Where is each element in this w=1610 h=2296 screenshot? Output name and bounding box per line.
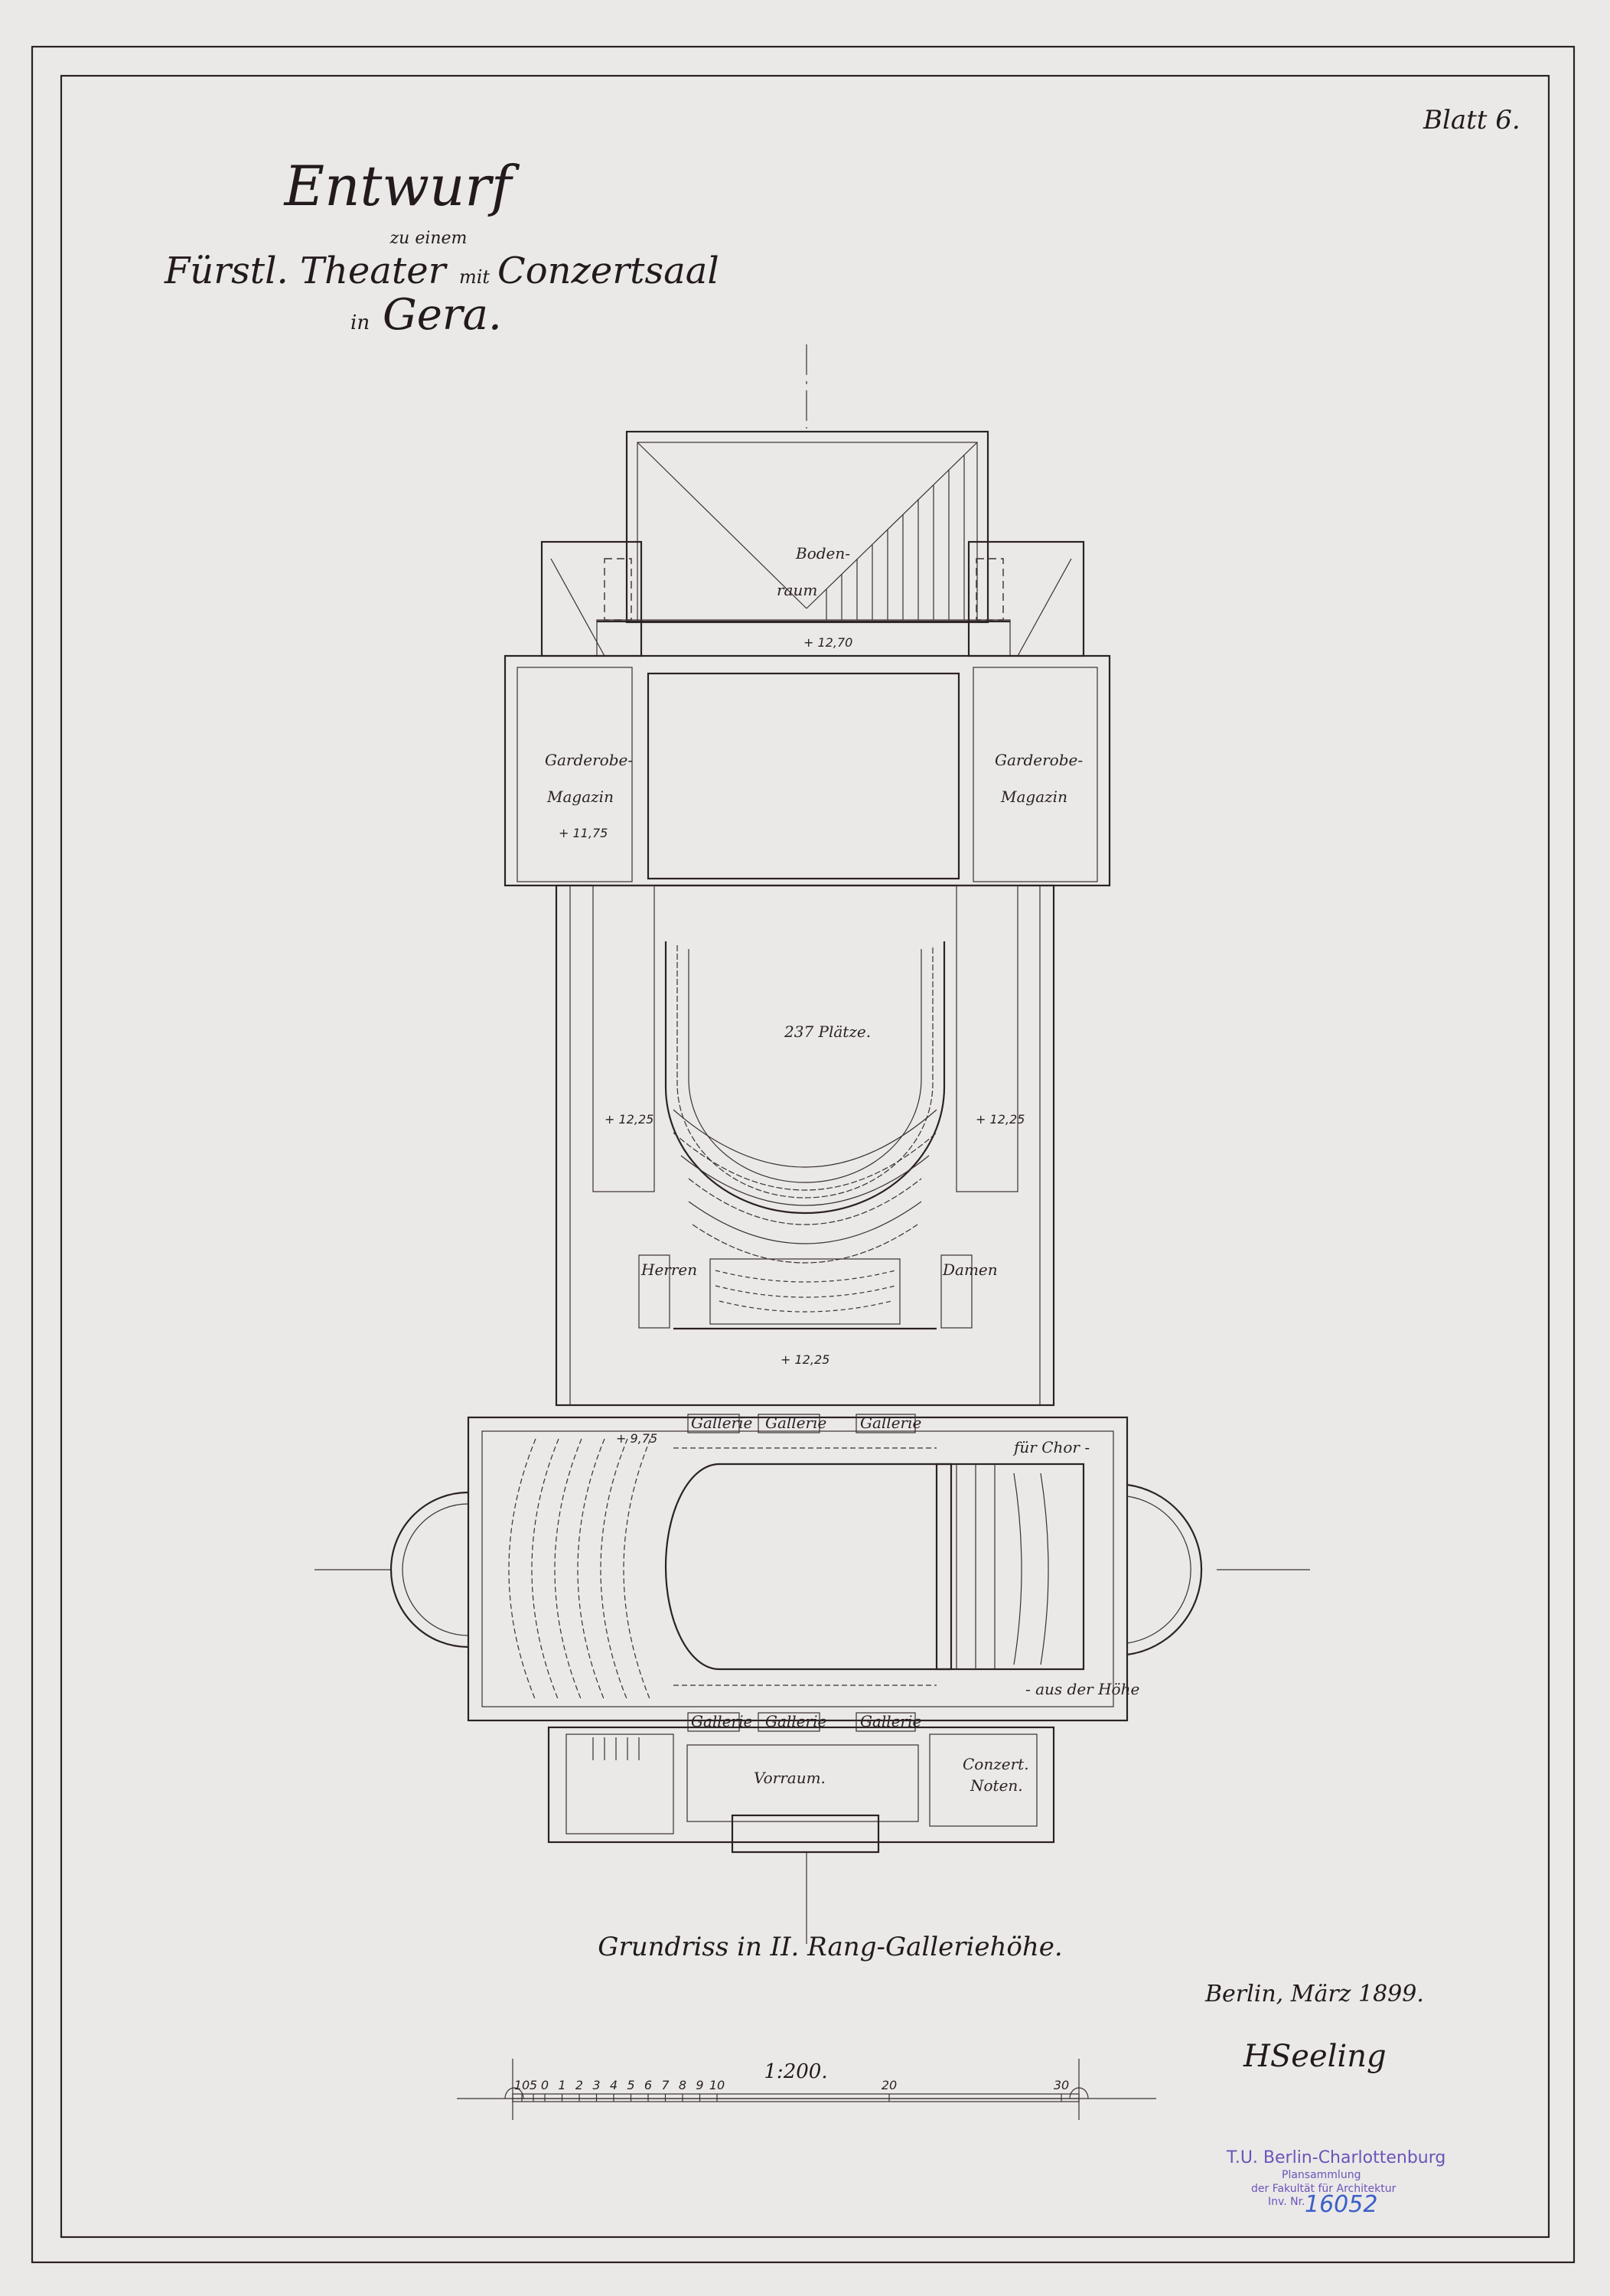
title-line2-c: Conzertsaal bbox=[497, 249, 719, 292]
label-garderobe-right-1: Garderobe- bbox=[995, 751, 1083, 769]
outer-border bbox=[31, 45, 1576, 2264]
signature: HSeeling bbox=[1243, 2039, 1387, 2074]
scale-tick-label: 20 bbox=[882, 2078, 897, 2092]
label-garderobe-left-1: Garderobe- bbox=[545, 751, 633, 769]
stamp-line-1: T.U. Berlin-Charlottenburg bbox=[1226, 2148, 1445, 2167]
label-gallerie-top-2: Gallerie bbox=[765, 1414, 826, 1432]
stamp-line-4: Inv. Nr. bbox=[1268, 2196, 1305, 2208]
theatre-auditorium: 237 Plätze. + 12,25 + 12,25 Herren Damen… bbox=[555, 884, 1055, 1407]
title-main: Entwurf bbox=[283, 154, 520, 218]
label-garderobe-left-2: Magazin bbox=[546, 788, 614, 806]
title-line2-b: mit bbox=[459, 266, 490, 288]
label-bodenraum-1: Boden- bbox=[795, 544, 850, 563]
level-left: + 12,25 bbox=[605, 1112, 653, 1127]
scale-tick-label: 10 bbox=[709, 2078, 725, 2092]
scale-tick-label: 2 bbox=[575, 2078, 583, 2092]
label-seats: 237 Plätze. bbox=[784, 1022, 871, 1041]
label-vorraum: Vorraum. bbox=[754, 1769, 826, 1787]
level-right: + 12,25 bbox=[976, 1112, 1025, 1127]
label-garderobe-right-2: Magazin bbox=[1000, 788, 1067, 806]
scale-tick-label: 30 bbox=[1054, 2078, 1069, 2092]
level-garderobe: + 11,75 bbox=[559, 826, 608, 840]
bodenraum: Boden- raum + 12,70 bbox=[540, 430, 1085, 657]
archive-stamp: T.U. Berlin-Charlottenburg Plansammlung … bbox=[1226, 2148, 1445, 2218]
scale-tick-label: 3 bbox=[592, 2078, 600, 2092]
inventory-number: 16052 bbox=[1305, 2191, 1377, 2218]
concert-hall: Gallerie Gallerie Gallerie Gallerie Gall… bbox=[389, 1414, 1203, 1732]
garderobe-row: Garderobe- Magazin + 11,75 Garderobe- Ma… bbox=[504, 654, 1111, 887]
level-bodenraum: + 12,70 bbox=[803, 635, 852, 650]
scale-tick-label: 5 bbox=[627, 2078, 634, 2092]
scale-label: 1:200. bbox=[764, 2060, 827, 2083]
vorraum-block: Vorraum. Conzert. Noten. bbox=[547, 1726, 1055, 1854]
place-date: Berlin, März 1899. bbox=[1204, 1981, 1424, 2007]
scale-tick-label: 5 bbox=[530, 2078, 537, 2092]
label-aus-der-hoehe: - aus der Höhe bbox=[1025, 1680, 1139, 1698]
level-hall: + 9,75 bbox=[616, 1431, 657, 1446]
sheet-number: Blatt 6. bbox=[1423, 105, 1520, 135]
scale-tick-label: 6 bbox=[644, 2078, 652, 2092]
label-gallerie-top-3: Gallerie bbox=[860, 1414, 921, 1432]
title-line2-a: Fürstl. Theater bbox=[164, 249, 448, 292]
label-concert-1: Conzert. bbox=[963, 1755, 1029, 1773]
title-block: Entwurf zu einem Fürstl. Theater mit Con… bbox=[164, 154, 719, 340]
scale-tick-label: 4 bbox=[610, 2078, 618, 2092]
scale-tick-label: 8 bbox=[679, 2078, 686, 2092]
label-fuer-chor: für Chor - bbox=[1012, 1438, 1090, 1456]
label-gallerie-top-1: Gallerie bbox=[691, 1414, 752, 1432]
label-damen: Damen bbox=[942, 1261, 998, 1279]
scale-tick-label: 10 bbox=[514, 2078, 530, 2092]
stamp-line-2: Plansammlung bbox=[1282, 2169, 1361, 2181]
level-foyer: + 12,25 bbox=[781, 1352, 829, 1367]
plan-caption: Grundriss in II. Rang-Galleriehöhe. bbox=[598, 1932, 1062, 1962]
label-concert-2: Noten. bbox=[970, 1776, 1023, 1795]
scale-tick-label: 0 bbox=[541, 2078, 549, 2092]
scale-tick-label: 1 bbox=[558, 2078, 565, 2092]
title-line3-b: Gera. bbox=[383, 290, 502, 340]
inner-border bbox=[60, 74, 1550, 2239]
scale-tick-label: 7 bbox=[661, 2078, 670, 2092]
label-bodenraum-2: raum bbox=[777, 581, 817, 599]
stamp-line-3: der Fakultät für Architektur bbox=[1251, 2183, 1397, 2195]
floor-plan: Boden- raum + 12,70 Garderobe- Magazin +… bbox=[315, 344, 1310, 1944]
title-connector: zu einem bbox=[389, 229, 468, 248]
label-herren: Herren bbox=[640, 1261, 697, 1279]
title-line3-a: in bbox=[350, 311, 370, 334]
scale-tick-label: 9 bbox=[696, 2078, 703, 2092]
